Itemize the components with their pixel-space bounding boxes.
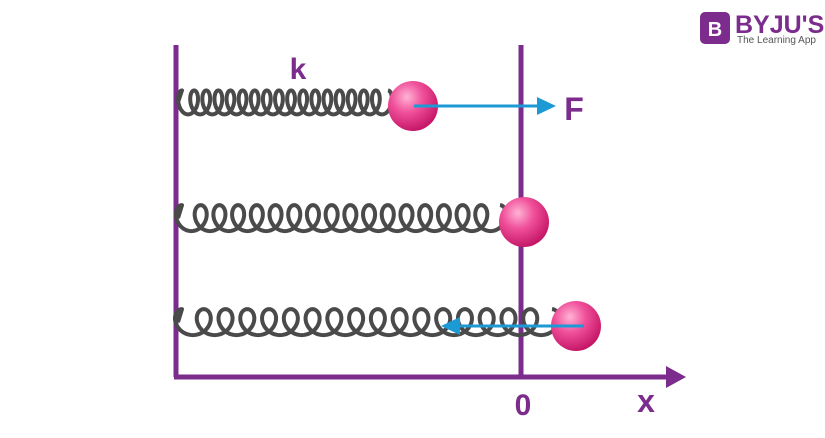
spring-constant-label: k <box>290 53 307 86</box>
logo-badge <box>700 12 730 44</box>
logo-tagline: The Learning App <box>737 35 816 46</box>
spring-compressed <box>172 307 562 338</box>
spring-stretched <box>176 88 394 117</box>
spring-coil <box>173 203 509 234</box>
logo-badge-letter: B <box>708 19 722 41</box>
force-label: F <box>564 91 584 127</box>
spring-equilibrium <box>173 203 509 234</box>
mass-equilibrium <box>499 197 549 247</box>
force-arrow-right <box>414 97 556 115</box>
mass-stretched <box>388 81 438 131</box>
logo-name: BYJU'S <box>735 11 824 39</box>
x-axis-label: x <box>637 383 655 419</box>
force-arrow-left <box>441 317 584 335</box>
x-axis-arrowhead <box>666 366 686 388</box>
spring-coil <box>172 307 562 338</box>
byjus-logo: B BYJU'S The Learning App <box>700 11 824 46</box>
origin-label: 0 <box>515 389 532 422</box>
spring-coil <box>176 88 394 117</box>
